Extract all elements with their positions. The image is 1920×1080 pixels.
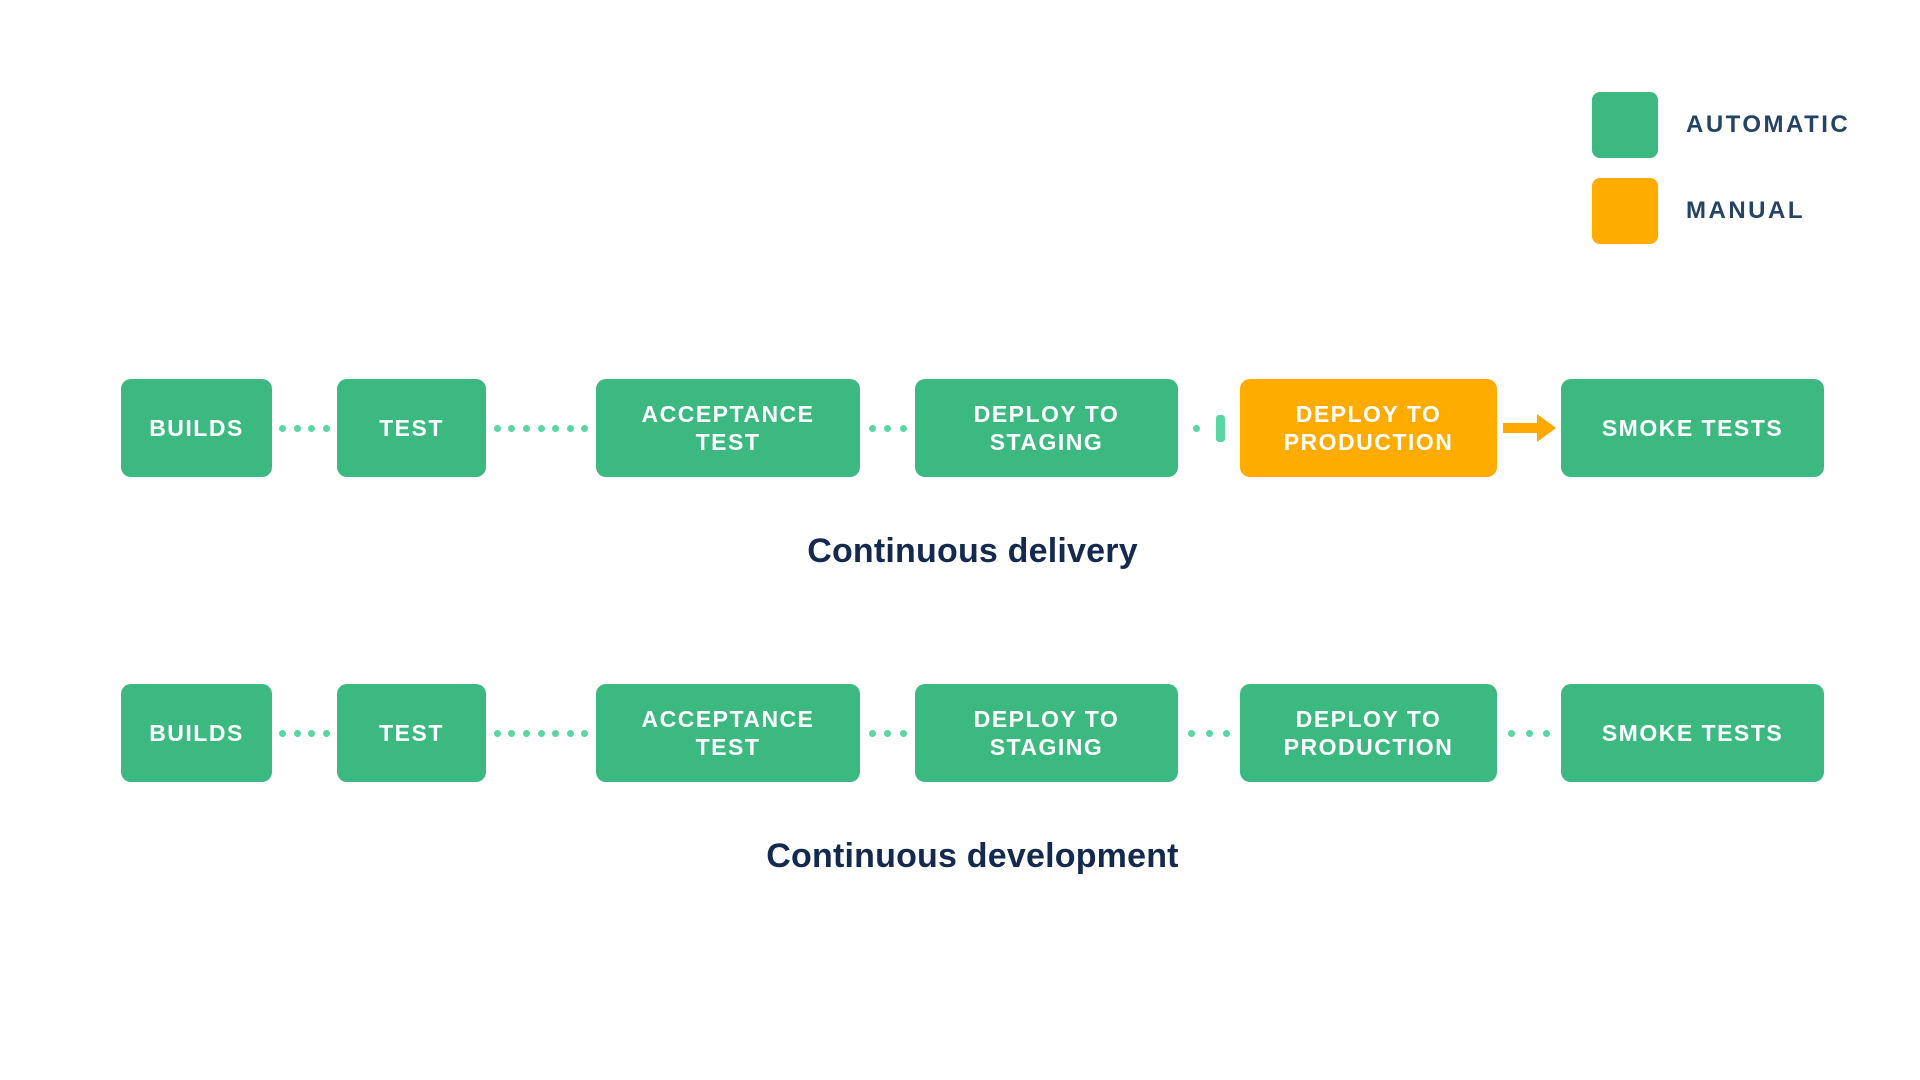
stage-deploy-to-staging: DEPLOY TO STAGING xyxy=(915,684,1178,782)
connector-dot-icon xyxy=(884,729,891,737)
connector-dot-icon xyxy=(322,424,330,432)
stage-test: TEST xyxy=(337,379,486,477)
connector-dot-icon xyxy=(868,729,876,737)
dotted-connector xyxy=(486,379,596,477)
connector-dot-icon xyxy=(581,729,589,737)
stage-deploy-to-production: DEPLOY TO PRODUCTION xyxy=(1240,379,1497,477)
stage-acceptance-test: ACCEPTANCE TEST xyxy=(596,379,860,477)
connector-dot-icon xyxy=(1525,729,1533,737)
stage-acceptance-test: ACCEPTANCE TEST xyxy=(596,684,860,782)
connector-dot-icon xyxy=(899,729,907,737)
connector-dot-icon xyxy=(566,729,574,737)
stage-test: TEST xyxy=(337,684,486,782)
connector-dot-icon xyxy=(279,424,287,432)
connector-dot-icon xyxy=(493,729,501,737)
connector-dot-icon xyxy=(1222,729,1230,737)
dotted-connector xyxy=(272,684,337,782)
manual-color-swatch xyxy=(1592,178,1658,244)
legend-label-automatic: AUTOMATIC xyxy=(1686,111,1851,138)
pipeline-caption: Continuous delivery xyxy=(807,532,1138,570)
pipeline-continuous-delivery: BUILDS TEST ACCEPTANCE TEST DEPLOY TO STAGI… xyxy=(121,379,1824,571)
connector-dot-icon xyxy=(884,424,891,432)
pipeline-caption: Continuous development xyxy=(766,837,1179,875)
legend-label-manual: MANUAL xyxy=(1686,197,1805,224)
pipeline-row: BUILDS TEST ACCEPTANCE TEST DEPLOY TO STAGI… xyxy=(121,379,1824,477)
dotted-connector xyxy=(272,379,337,477)
stage-builds: BUILDS xyxy=(121,379,272,477)
legend-item-manual: MANUAL xyxy=(1592,178,1850,244)
right-arrow-icon xyxy=(1502,414,1556,442)
connector-dot-icon xyxy=(581,424,589,432)
stage-deploy-to-staging: DEPLOY TO STAGING xyxy=(915,379,1178,477)
connector-dot-icon xyxy=(1205,729,1213,737)
dotted-connector xyxy=(486,684,596,782)
dotted-connector xyxy=(1178,684,1240,782)
connector-dot-icon xyxy=(566,424,574,432)
connector-dot-icon xyxy=(1507,729,1515,737)
stage-smoke-tests: SMOKE TESTS xyxy=(1561,684,1824,782)
stage-smoke-tests: SMOKE TESTS xyxy=(1561,379,1824,477)
connector-dot-icon xyxy=(493,424,501,432)
pipeline-row: BUILDS TEST ACCEPTANCE TEST DEPLOY TO STAGI… xyxy=(121,684,1824,782)
manual-arrow-connector xyxy=(1497,379,1561,477)
manual-gate-bar-icon xyxy=(1215,414,1225,442)
connector-dot-icon xyxy=(868,424,876,432)
connector-dot-icon xyxy=(293,729,301,737)
dot-bar-connector xyxy=(1178,379,1240,477)
connector-dot-icon xyxy=(552,424,560,432)
dotted-connector xyxy=(1497,684,1561,782)
pipeline-continuous-development: BUILDS TEST ACCEPTANCE TEST DEPLOY TO STAGI… xyxy=(121,684,1824,876)
connector-dot-icon xyxy=(522,729,530,737)
connector-dot-icon xyxy=(537,424,545,432)
connector-dot-icon xyxy=(308,729,316,737)
connector-dot-icon xyxy=(293,424,301,432)
stage-builds: BUILDS xyxy=(121,684,272,782)
connector-dot-icon xyxy=(899,424,907,432)
connector-dot-icon xyxy=(508,729,516,737)
connector-dot-icon xyxy=(1188,729,1196,737)
connector-dot-icon xyxy=(537,729,545,737)
connector-dot-icon xyxy=(522,424,530,432)
connector-dot-icon xyxy=(308,424,316,432)
legend: AUTOMATIC MANUAL xyxy=(1592,92,1850,244)
dotted-connector xyxy=(860,684,915,782)
automatic-color-swatch xyxy=(1592,92,1658,158)
connector-dot-icon xyxy=(508,424,516,432)
connector-dot-icon xyxy=(1193,424,1201,432)
dotted-connector xyxy=(860,379,915,477)
connector-dot-icon xyxy=(552,729,560,737)
connector-dot-icon xyxy=(279,729,287,737)
connector-dot-icon xyxy=(1543,729,1551,737)
legend-item-automatic: AUTOMATIC xyxy=(1592,92,1850,158)
stage-deploy-to-production: DEPLOY TO PRODUCTION xyxy=(1240,684,1497,782)
connector-dot-icon xyxy=(322,729,330,737)
